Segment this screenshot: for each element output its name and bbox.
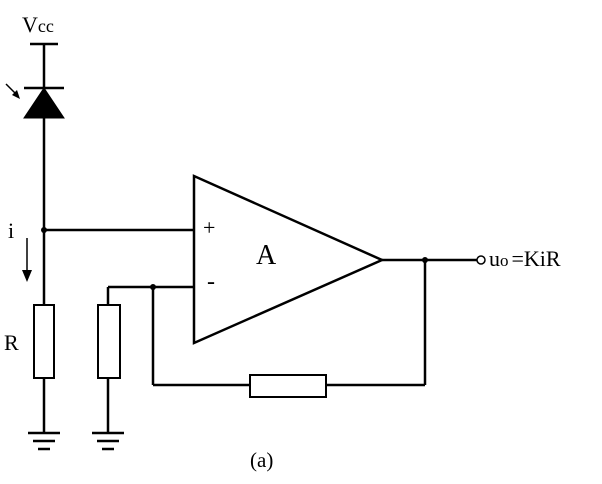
amp-label: A	[256, 240, 277, 271]
resistor-label: R	[4, 330, 19, 355]
resistor-r1	[97, 304, 121, 379]
photodiode-body	[23, 87, 65, 119]
junction-dot-output	[422, 257, 428, 263]
ground-symbol-2	[92, 431, 124, 451]
caption: (a)	[250, 448, 274, 472]
output-label: uo=KiR	[489, 248, 561, 270]
photodiode	[5, 80, 65, 119]
output-label-eq: =KiR	[511, 246, 561, 271]
plus-input-label: +	[203, 215, 216, 240]
output-terminal	[476, 255, 486, 265]
current-arrow-icon	[22, 238, 32, 282]
light-arrow-icon	[5, 83, 20, 99]
ground-symbol-1	[28, 431, 60, 451]
minus-input-label: -	[207, 269, 215, 295]
vcc-label: Vcc	[22, 14, 54, 36]
vcc-label-sub: cc	[37, 16, 54, 36]
resistor-r	[33, 304, 55, 379]
resistor-feedback	[249, 374, 327, 398]
output-label-u: u	[489, 246, 500, 271]
output-label-sub: o	[500, 251, 509, 270]
current-label: i	[8, 218, 15, 243]
vcc-label-main: V	[22, 12, 38, 37]
op-amp-triangle	[192, 174, 386, 345]
